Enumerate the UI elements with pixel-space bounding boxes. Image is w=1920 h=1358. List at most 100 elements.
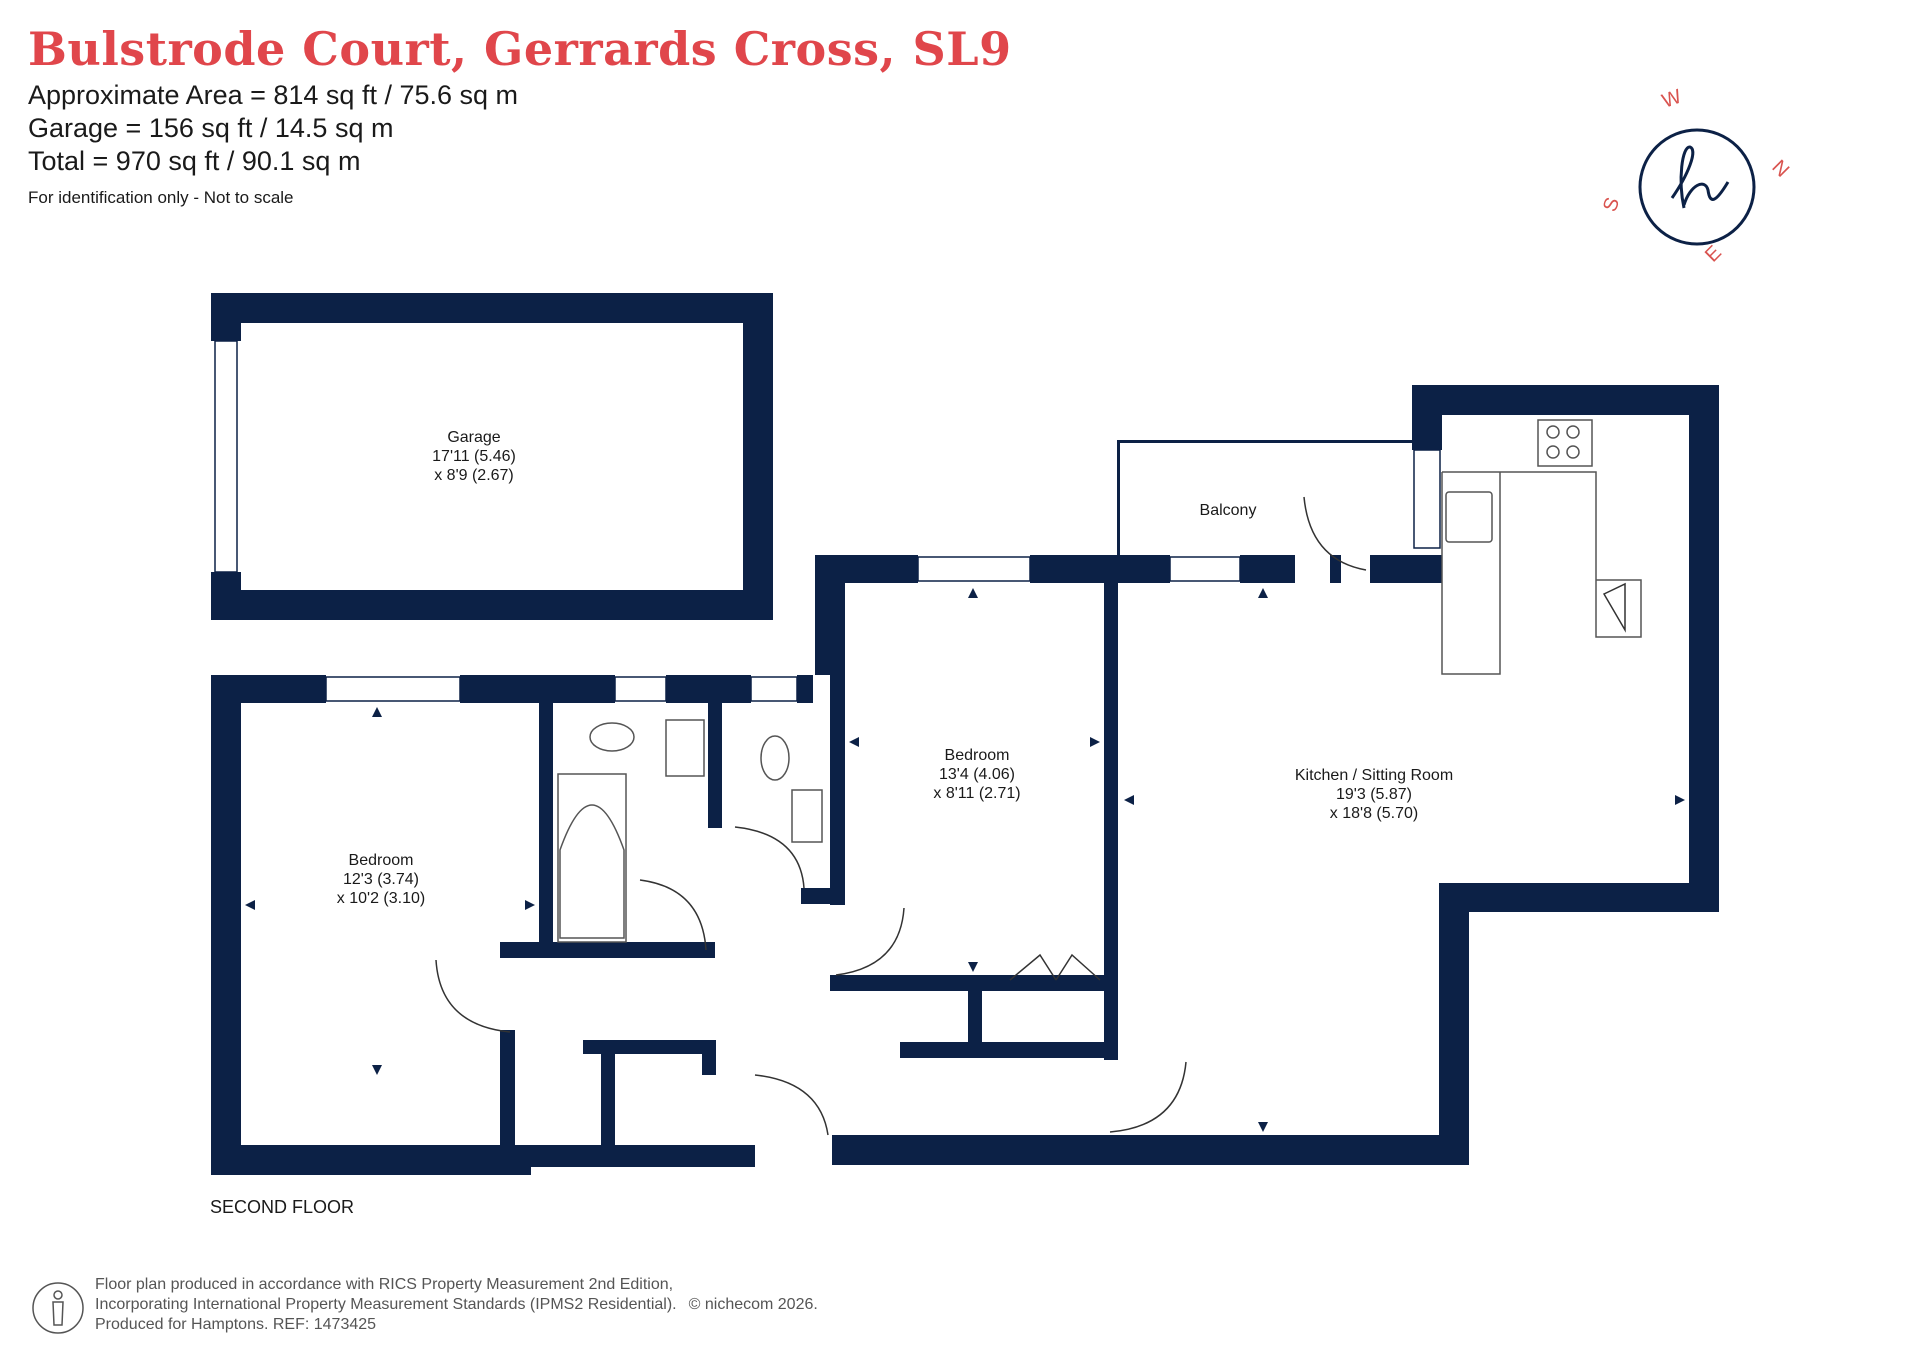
arrow-kitchen-bottom (1258, 1122, 1268, 1132)
arrow-kitchen-left (1124, 795, 1134, 805)
bed1-wall-top-a (211, 675, 326, 703)
kitchen-label: Kitchen / Sitting Room (1295, 767, 1453, 784)
toilet-icon (589, 722, 635, 752)
approximate-area: Approximate Area = 814 sq ft / 75.6 sq m (28, 80, 519, 110)
hall-wall-left (500, 1030, 515, 1165)
wardrobe-doors (1009, 953, 1101, 981)
logo-h-icon (1670, 145, 1730, 209)
bath-icon (557, 773, 627, 943)
kitchen-dim1: 19'3 (5.87) (1336, 786, 1412, 803)
arrow-kitchen-right (1675, 795, 1685, 805)
garage-wall-right (743, 293, 773, 620)
compass-w: W (1659, 86, 1684, 113)
arrow-bed1-right (525, 900, 535, 910)
compass-s: S (1599, 195, 1624, 215)
window-kitchen (1169, 556, 1241, 582)
bed2-wall-top-a (815, 555, 918, 583)
arrow-bed2-top (968, 588, 978, 598)
bed2-wall-left (830, 675, 845, 905)
garage-area: Garage = 156 sq ft / 14.5 sq m (28, 113, 394, 143)
arrow-kitchen-top (1258, 588, 1268, 598)
walls (211, 293, 1719, 1175)
footer-line1: Floor plan produced in accordance with R… (95, 1276, 674, 1293)
bath-ensuite-wall (708, 703, 722, 828)
door-ensuite (734, 826, 805, 889)
arrow-bed2-right (1090, 737, 1100, 747)
bedroom2-dim2: x 8'11 (2.71) (933, 785, 1020, 802)
bedroom1-label: Bedroom (349, 852, 414, 869)
total-area: Total = 970 sq ft / 90.1 sq m (28, 146, 361, 176)
bedroom2-dim1: 13'4 (4.06) (939, 766, 1015, 783)
hob-ring-2 (1566, 425, 1580, 439)
bath-wall-bottom (500, 942, 715, 958)
footer-line3: Produced for Hamptons. REF: 1473425 (95, 1316, 377, 1333)
garage-wall-left-bottom (211, 572, 241, 620)
door-kitchen (1109, 1061, 1187, 1133)
window-kitchen-side (1413, 449, 1441, 549)
ensuite-toilet-icon (760, 735, 790, 781)
hob-ring-3 (1546, 445, 1560, 459)
garage-door (214, 340, 238, 573)
ensuite-basin-icon (791, 789, 823, 843)
doors (435, 496, 1626, 1136)
door-bath (639, 879, 707, 951)
bedroom1-dim1: 12'3 (3.74) (343, 871, 419, 888)
footer-copyright: © nichecom 2026. (688, 1296, 818, 1313)
person-icon (32, 1282, 84, 1334)
window-bed1 (325, 676, 461, 702)
kitchen-fittings (1441, 419, 1642, 675)
hob-icon (1537, 419, 1593, 467)
scale-note: For identification only - Not to scale (28, 188, 294, 207)
room-labels: Garage 17'11 (5.46) x 8'9 (2.67) Balcony… (337, 429, 1453, 907)
bathroom-fittings (557, 719, 823, 943)
bed1-wall-top-b (460, 675, 615, 703)
kitchen-wall-top (1412, 385, 1719, 415)
arrow-bed2-left (849, 737, 859, 747)
kitchen-wall-top-c (1370, 555, 1442, 583)
hall-wall-bottom (211, 1145, 755, 1167)
ensuite-wall-bottom (801, 888, 845, 904)
footer-line2: Incorporating International Property Mea… (95, 1296, 677, 1313)
window-bed2 (917, 556, 1031, 582)
bedroom1-dim2: x 10'2 (3.10) (337, 890, 425, 907)
bed1-wall-right (539, 703, 553, 958)
garage-dim2: x 8'9 (2.67) (434, 467, 514, 484)
kitchen-wall-notch (1439, 883, 1719, 912)
garage-wall-top (211, 293, 773, 323)
door-entrance (754, 1074, 829, 1136)
cupboard-wall-right (702, 1040, 716, 1075)
bath-wall-top (666, 675, 751, 703)
kitchen-wall-bottom (832, 1135, 1469, 1165)
door-bed2 (835, 907, 905, 976)
bed2-kitchen-wall (1104, 580, 1118, 1060)
bedroom2-label: Bedroom (945, 747, 1010, 764)
footer: Floor plan produced in accordance with R… (95, 1275, 818, 1335)
kitchen-wall-top-a (1240, 555, 1295, 583)
windows (214, 340, 1441, 702)
basin-icon (665, 719, 705, 777)
bed2-wall-top-b (1030, 555, 1170, 583)
kitchen-dim2: x 18'8 (5.70) (1330, 805, 1418, 822)
garage-label: Garage (447, 429, 500, 446)
hob-ring-1 (1546, 425, 1560, 439)
compass-n: N (1767, 156, 1793, 182)
window-ensuite (750, 676, 798, 702)
compass-e: E (1701, 242, 1726, 267)
balcony-rail-left (1117, 440, 1120, 558)
floor-label: SECOND FLOOR (210, 1197, 355, 1217)
balcony-label: Balcony (1200, 502, 1257, 519)
cupboard-door (1602, 582, 1626, 633)
bath-tub-icon (559, 804, 625, 939)
cupboard-wall-mid (601, 1040, 615, 1145)
hob-ring-4 (1566, 445, 1580, 459)
window-bath (614, 676, 667, 702)
kitchen-sink-icon (1445, 491, 1493, 543)
bed2-wall-bottom (830, 975, 1105, 991)
arrow-bed1-top (372, 707, 382, 717)
kitchen-wall-lower-right (1439, 883, 1469, 1165)
garage-wall-bottom (211, 590, 773, 620)
garage-wall-left-top (211, 293, 241, 341)
garage-dim1: 17'11 (5.46) (432, 448, 516, 465)
door-balcony (1303, 496, 1367, 571)
arrow-bed2-bottom (968, 962, 978, 972)
